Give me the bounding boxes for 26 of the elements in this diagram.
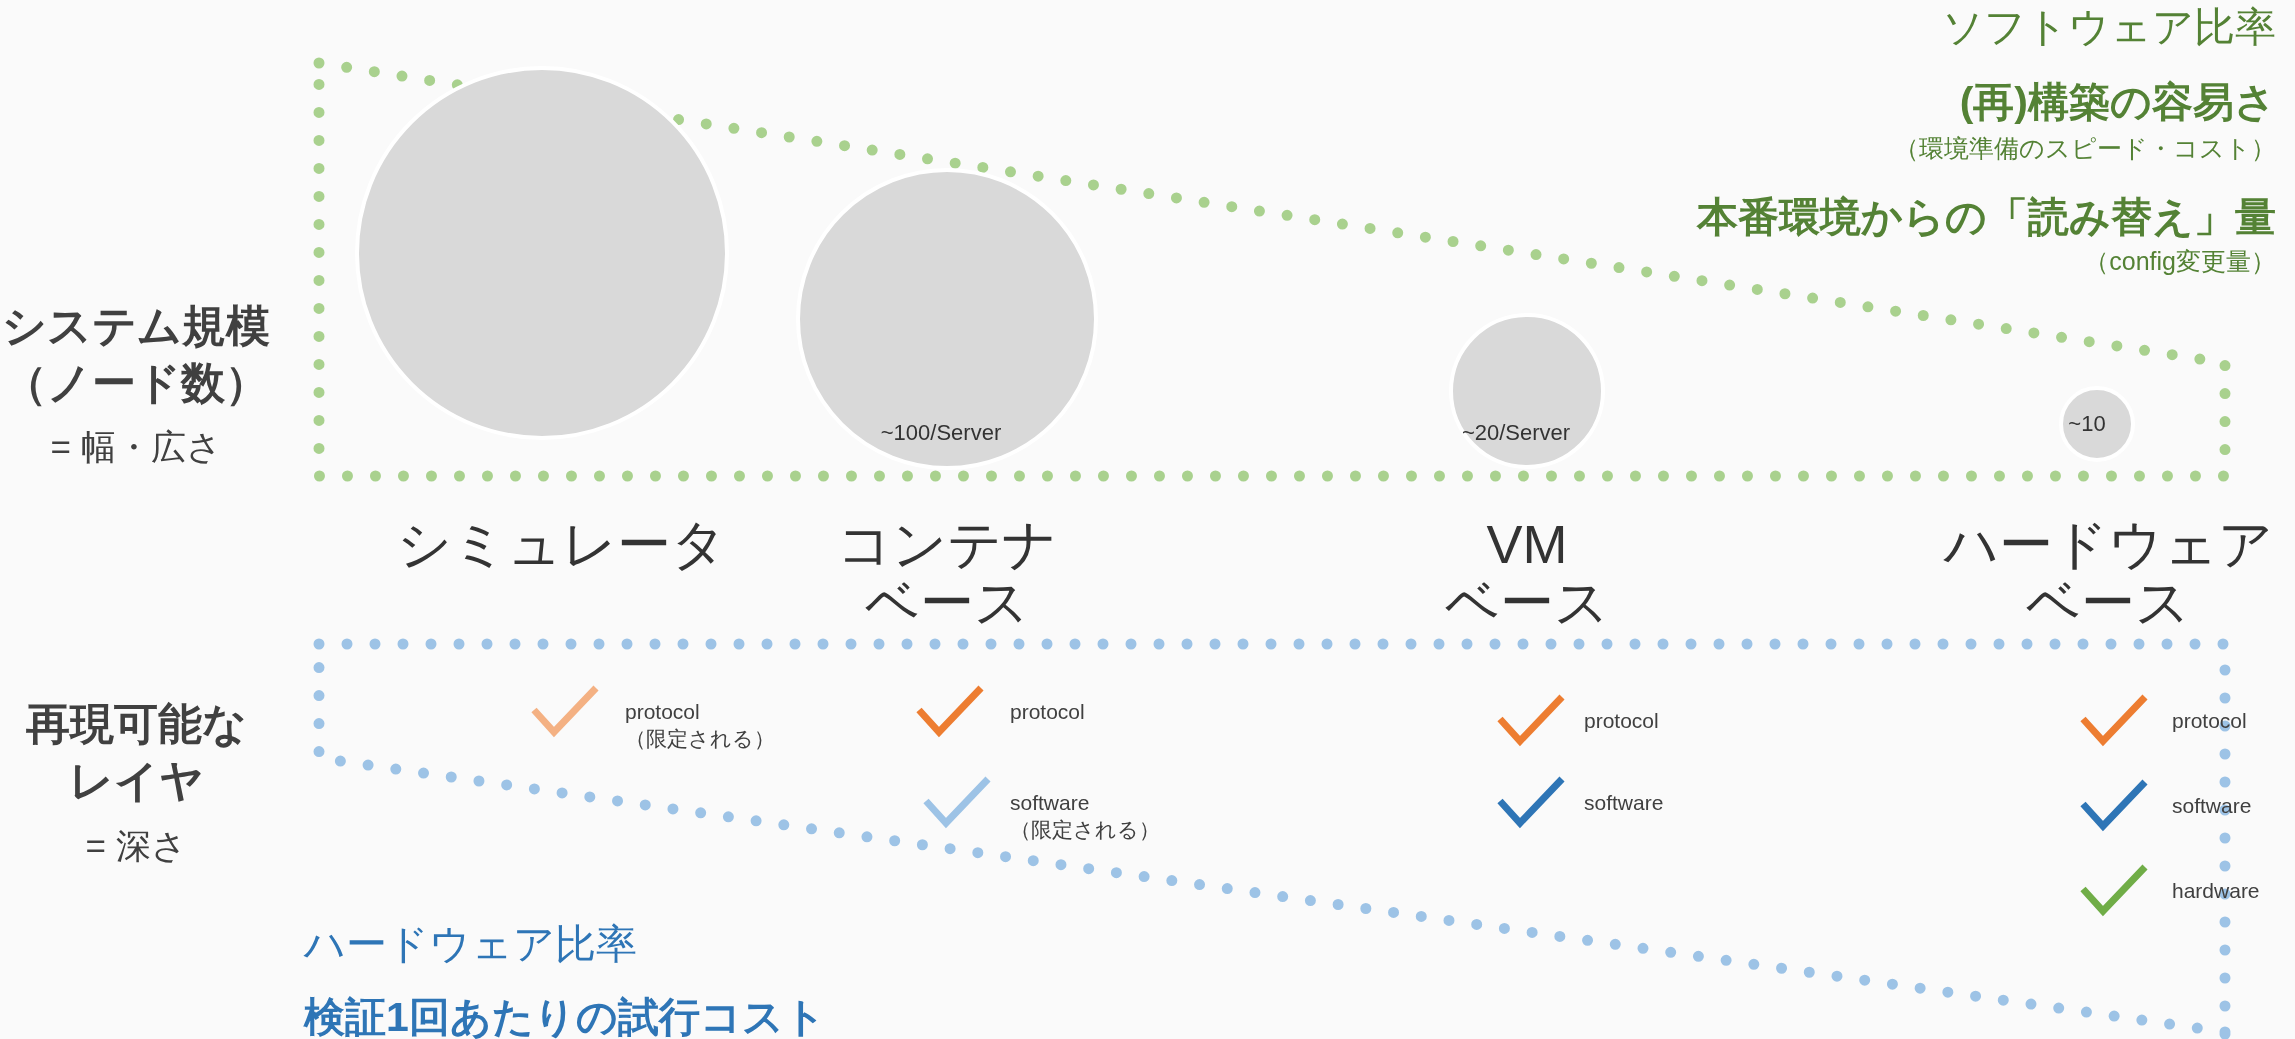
- heading-text: (再)構築の容易さ: [1959, 77, 2276, 127]
- heading-text: 本番環境からの「読み替え」量: [1697, 192, 2276, 242]
- category-label: ハードウェアベース: [1943, 515, 2273, 631]
- category-label: コンテナベース: [837, 515, 1057, 631]
- note-text: = 深さ: [85, 825, 187, 867]
- count-label: ~10: [2068, 411, 2106, 437]
- layer-label: protocol: [1584, 707, 1659, 734]
- layer-label: protocol（限定される）: [625, 698, 775, 752]
- layer-label: protocol: [1010, 698, 1085, 725]
- count-label: ~100/Server: [880, 420, 1002, 446]
- layer-label: software: [1584, 789, 1664, 816]
- category-label: VMベース: [1445, 515, 1609, 631]
- layer-label: software（限定される）: [1010, 789, 1160, 843]
- note-text: = 幅・広さ: [50, 426, 222, 468]
- count-label: ~20/Server: [1461, 420, 1571, 446]
- note-text: ソフトウェア比率: [1942, 2, 2276, 52]
- heading-text: システム規模（ノード数）: [2, 299, 270, 409]
- note-text: ハードウェア比率: [304, 919, 637, 969]
- note-text: （環境準備のスピード・コスト）: [1894, 132, 2276, 164]
- layer-label: hardware: [2172, 877, 2260, 904]
- layer-label: protocol: [2172, 707, 2247, 734]
- layer-label: software: [2172, 792, 2252, 819]
- category-label: シミュレータ: [396, 515, 726, 573]
- note-text: （config変更量）: [2084, 245, 2276, 277]
- heading-text: 検証1回あたりの試行コスト: [304, 992, 826, 1039]
- heading-text: 再現可能なレイヤ: [25, 697, 247, 807]
